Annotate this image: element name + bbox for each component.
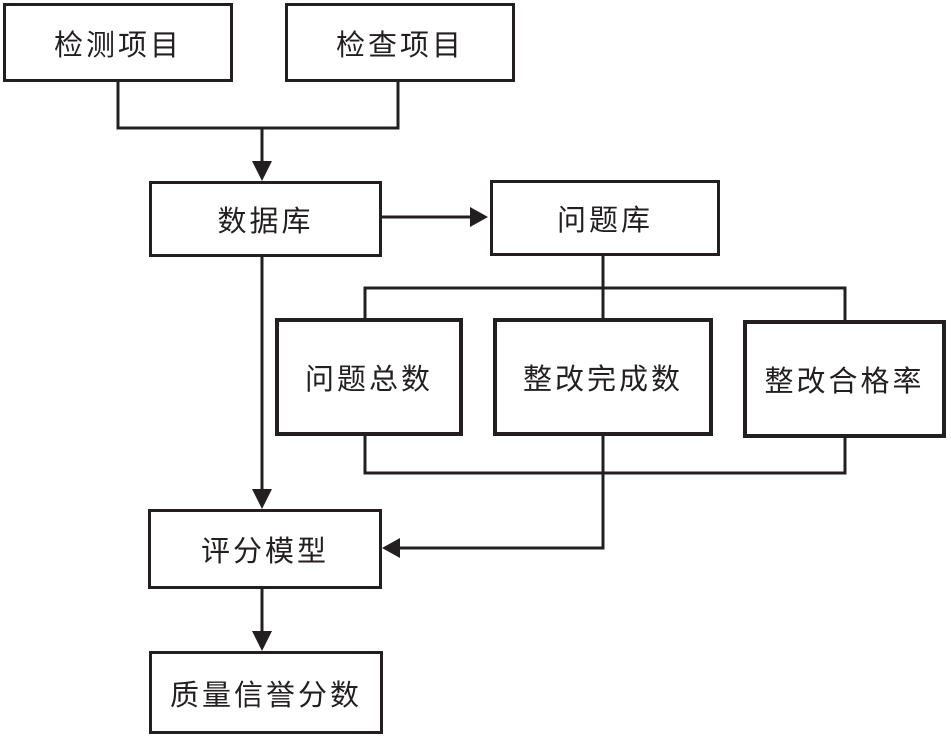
- connector-projects-merge: [116, 82, 400, 130]
- connector-metrics-to-scoremodel: [386, 436, 605, 550]
- node-scoring-model: 评分模型: [148, 509, 382, 589]
- connector-metrics-collect: [363, 436, 847, 475]
- node-quality-reputation-score: 质量信誉分数: [149, 651, 383, 734]
- node-rectification-pass-rate: 整改合格率: [743, 320, 946, 438]
- node-inspection-project: 检查项目: [285, 3, 515, 82]
- node-total-problem-count: 问题总数: [275, 318, 463, 436]
- arrowhead-into-problemlib: [470, 207, 488, 227]
- node-rectification-completed: 整改完成数: [493, 318, 713, 436]
- connector-problemlib-fanout: [363, 286, 847, 320]
- node-detection-project: 检测项目: [3, 3, 233, 82]
- arrowhead-into-database: [252, 161, 272, 181]
- arrowhead-into-qualityscore: [252, 631, 272, 651]
- node-problem-library: 问题库: [490, 180, 720, 256]
- node-database: 数据库: [149, 181, 382, 257]
- arrowhead-into-scoremodel-right: [382, 538, 400, 558]
- arrowhead-into-scoremodel-top: [252, 489, 272, 509]
